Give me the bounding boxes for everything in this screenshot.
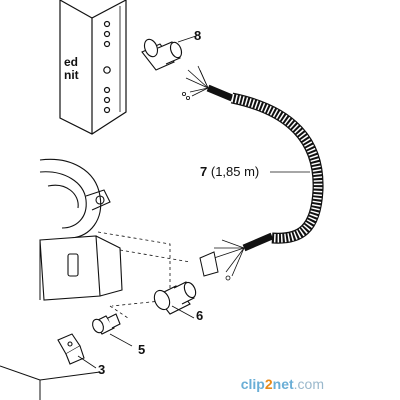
callout-7: 7 (1,85 m) [200,164,259,179]
control-box-label-line1: ed [64,55,79,69]
watermark-clip: clip [240,376,265,392]
partial-structure-bottom [0,365,101,400]
cable-part-7 [181,65,324,281]
callout-5: 5 [138,342,146,357]
callout-7-length: (1,85 m) [210,164,260,179]
control-box [59,0,127,135]
connector-part-8 [141,35,197,71]
callout-6: 6 [196,308,204,323]
burner-housing [39,158,123,301]
watermark-net: net [272,376,294,392]
watermark-com: .com [293,376,324,392]
control-box-label-line2: nit [64,68,79,82]
callout-8: 8 [194,28,202,43]
control-box-label: ed nit [64,56,79,82]
bracket-part-3 [57,333,97,369]
fitting-part-5 [92,313,133,347]
connector-part-6 [153,281,197,319]
callout-3: 3 [98,362,106,377]
callout-7-number: 7 [200,164,208,179]
watermark-two: 2 [264,376,273,392]
watermark-logo: clip2net.com [241,376,324,392]
